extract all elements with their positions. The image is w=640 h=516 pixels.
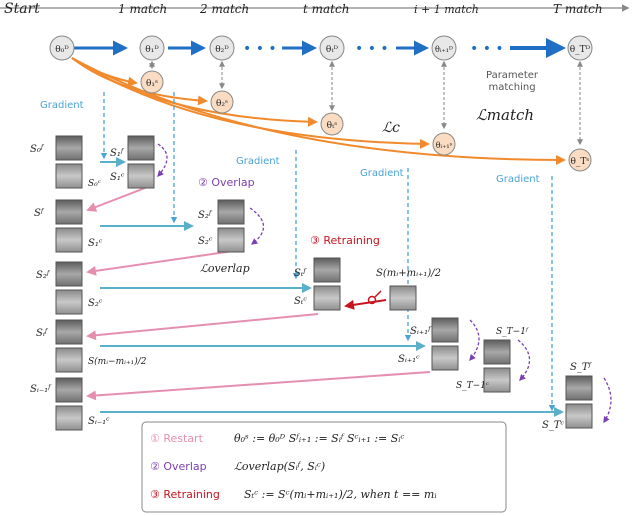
- header-start: Start: [4, 1, 40, 17]
- legend-overlap-formula: ℒoverlap(Sᵢᶠ, Sᵢᶜ): [234, 460, 325, 473]
- node-theta1D: θ₁ᴰ: [145, 45, 159, 55]
- s-retrain-label: S(mᵢ+mᵢ₊₁)/2: [376, 268, 441, 279]
- restart-arrows: [86, 185, 431, 401]
- img-s2-f-o: [217, 199, 245, 225]
- img-si1-c: [431, 345, 459, 371]
- node-thetaTS: θ_Tˢ: [571, 157, 590, 167]
- lbl-s0-c: S₀ᶜ: [88, 179, 101, 189]
- header-1match: 1 match: [118, 2, 167, 16]
- lbl-s2-c-o: S₂ᶜ: [198, 236, 213, 247]
- ellipsis-3: • • •: [470, 41, 504, 57]
- student-nodes: θ₁ˢ θ₂ˢ θₜˢ θᵢ₊₁ˢ θ_Tˢ: [140, 70, 592, 172]
- img-st-c: [313, 285, 341, 311]
- lbl-st-f: Sₜᶠ: [294, 268, 307, 279]
- l-c-label: ℒc: [382, 120, 400, 136]
- param-matching-label-1: Parameter: [486, 70, 539, 81]
- node-theta2D: θ₂ᴰ: [215, 45, 229, 55]
- xray-images: [55, 135, 593, 431]
- img-s0-c: [55, 163, 83, 189]
- lbl-sim1-c: Sᵢ₋₁ᶜ: [88, 416, 110, 427]
- img-s2-c-o: [217, 227, 245, 253]
- gradient-label-3: Gradient: [360, 168, 404, 179]
- lbl-s0-f: S₀ᶠ: [30, 144, 45, 155]
- retraining-link: [344, 290, 387, 310]
- img-sT-c: [565, 403, 593, 429]
- ellipsis-1: • • •: [243, 41, 277, 57]
- legend-restart-formula: θ₀ˢ := θ₀ᴰ Sᶠᵢ₊₁ := Sᵢᶠ Sᶜᵢ₊₁ := Sᵢᶜ: [234, 432, 404, 445]
- param-matching-label-2: matching: [488, 82, 535, 93]
- lbl-s2-c: S₂ᶜ: [88, 298, 103, 309]
- node-thetatD: θₜᴰ: [326, 45, 339, 55]
- img-s2-c: [55, 289, 83, 315]
- lbl-s1-c: S₁ᶜ: [110, 172, 125, 183]
- lbl-st-c: Sₜᶜ: [294, 296, 307, 307]
- node-theta0D: θ₀ᴰ: [55, 45, 69, 55]
- img-s1c-b: [55, 227, 83, 253]
- gradient-arrows: [100, 92, 556, 412]
- lbl-sim1-f: Sᵢ₋₁ᶠ: [30, 384, 52, 395]
- teacher-nodes: θ₀ᴰ θ₁ᴰ θ₂ᴰ θₜᴰ θᵢ₊₁ᴰ θ_Tᴰ: [49, 35, 593, 61]
- img-st1-c: [483, 367, 511, 393]
- header-Tmatch: T match: [553, 2, 603, 16]
- legend: ① Restart θ₀ˢ := θ₀ᴰ Sᶠᵢ₊₁ := Sᵢᶠ Sᶜᵢ₊₁ …: [141, 421, 507, 513]
- header-i1match: i + 1 match: [414, 3, 479, 16]
- header-2match: 2 match: [199, 2, 249, 16]
- node-theta1S: θ₁ˢ: [146, 79, 158, 89]
- img-st-f: [313, 257, 341, 283]
- img-s-retrain: [389, 285, 417, 311]
- img-sim1-f: [55, 377, 83, 403]
- lbl-s1-f: S₁ᶠ: [110, 148, 125, 159]
- img-st1-f: [483, 339, 511, 365]
- img-s1-c: [127, 163, 155, 189]
- img-sim1-c: [55, 405, 83, 431]
- set-labels: S₀ᶠ S₀ᶜ S₁ᶠ S₁ᶜ Sᶠ S₁ᶜ S₂ᶠ S₂ᶜ S₂ᶠ S₂ᶜ S…: [30, 144, 593, 431]
- lbl-si1-c: Sᵢ₊₁ᶜ: [398, 354, 420, 365]
- node-theta2S: θ₂ˢ: [216, 99, 228, 109]
- img-si1-f: [431, 317, 459, 343]
- lbl-sT-f: S_Tᶠ: [570, 362, 593, 373]
- lbl-si-f: Sᵢᶠ: [36, 328, 49, 339]
- lbl-sT-c: S_Tᶜ: [542, 420, 565, 431]
- header-tmatch: t match: [303, 2, 349, 16]
- retraining-step-label: ③ Retraining: [310, 234, 380, 247]
- img-sf: [55, 199, 83, 225]
- legend-overlap-label: ② Overlap: [150, 460, 207, 473]
- lbl-si1-f: Sᵢ₊₁ᶠ: [410, 326, 432, 337]
- legend-retraining-formula: Sₜᶜ := Sᶜ(mᵢ+mᵢ₊₁)/2, when t == mᵢ: [244, 488, 437, 501]
- matching-links: [149, 60, 583, 146]
- lbl-s2-f-o: S₂ᶠ: [198, 210, 213, 221]
- img-si-f: [55, 319, 83, 345]
- legend-restart-label: ① Restart: [150, 432, 204, 445]
- img-sT-f: [565, 375, 593, 401]
- teacher-trajectory: • • • • • • • • •: [74, 38, 566, 58]
- gradient-label-4: Gradient: [496, 174, 540, 185]
- ellipsis-2: • • •: [355, 41, 389, 57]
- data-flow-arrows: [100, 157, 564, 417]
- legend-retraining-label: ③ Retraining: [150, 488, 220, 501]
- img-s1-f: [127, 135, 155, 161]
- img-s0-f: [55, 135, 83, 161]
- student-trajectories: [71, 57, 566, 165]
- gradient-label-1: Gradient: [40, 100, 84, 111]
- l-match-label: ℒmatch: [476, 106, 534, 124]
- gradient-label-2: Gradient: [236, 156, 280, 167]
- overlap-arrows: [157, 143, 612, 424]
- lbl-st1-f: S_T−1ᶠ: [496, 327, 529, 337]
- lbl-sf: Sᶠ: [34, 208, 45, 219]
- img-s2-f: [55, 261, 83, 287]
- lbl-s1c-b: S₁ᶜ: [88, 238, 103, 249]
- overlap-step-label: ② Overlap: [198, 176, 255, 189]
- l-overlap-label: ℒoverlap: [200, 262, 250, 275]
- img-s-mid: [55, 347, 83, 373]
- lbl-s-mid: S(mᵢ−mᵢ₊₁)/2: [88, 356, 147, 367]
- node-thetaTD: θ_Tᴰ: [570, 45, 591, 55]
- node-thetai1D: θᵢ₊₁ᴰ: [435, 45, 453, 54]
- lbl-s2-f: S₂ᶠ: [36, 270, 51, 281]
- node-thetai1S: θᵢ₊₁ˢ: [436, 141, 453, 150]
- node-thetatS: θₜˢ: [327, 121, 338, 131]
- lbl-st1-c: S_T−1ᶜ: [456, 381, 489, 391]
